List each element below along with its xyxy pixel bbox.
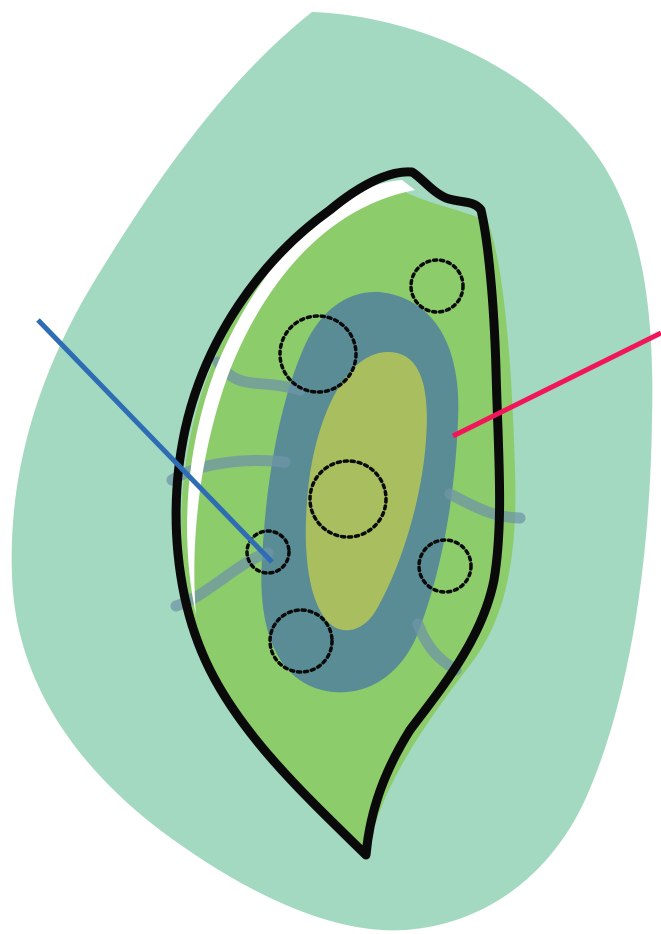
diagram-canvas bbox=[0, 0, 661, 934]
diagram-svg bbox=[0, 0, 661, 934]
